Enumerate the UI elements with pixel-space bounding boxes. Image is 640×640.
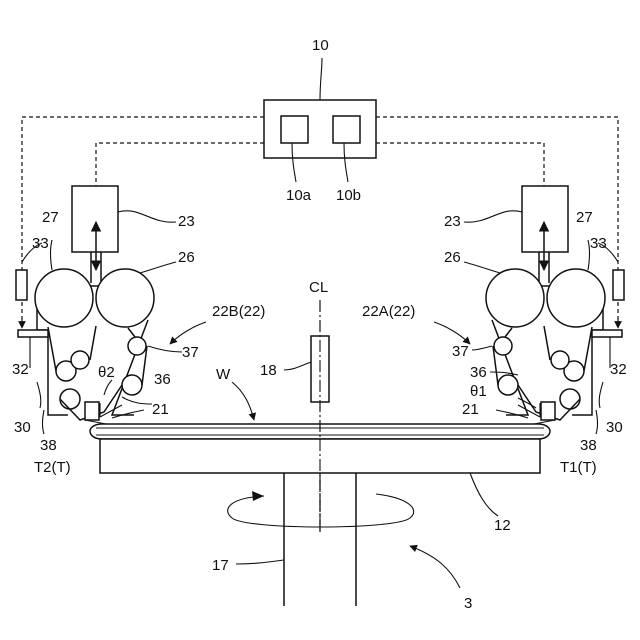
label-27-right: 27 bbox=[576, 209, 593, 226]
leader-W bbox=[232, 382, 254, 420]
leader-27-left bbox=[51, 240, 53, 270]
label-T2: T2(T) bbox=[34, 459, 71, 476]
label-32-left: 32 bbox=[12, 361, 29, 378]
sensor-left bbox=[16, 270, 27, 300]
label-30-right: 30 bbox=[606, 419, 623, 436]
label-T1: T1(T) bbox=[560, 459, 597, 476]
leader-21-right bbox=[496, 410, 528, 418]
leader-37-right bbox=[472, 346, 492, 350]
roller-36-right bbox=[498, 375, 518, 395]
roller-38-left bbox=[60, 389, 80, 409]
label-38-right: 38 bbox=[580, 437, 597, 454]
arm-right bbox=[592, 330, 622, 337]
roll-26-left bbox=[96, 269, 154, 327]
leader-23-right bbox=[464, 211, 522, 222]
arrow-22B bbox=[170, 322, 206, 344]
label-18: 18 bbox=[260, 362, 277, 379]
arrow-22A bbox=[434, 322, 470, 344]
label-37-right: 37 bbox=[452, 343, 469, 360]
roller-b-right bbox=[551, 351, 569, 369]
leader-38-left bbox=[43, 410, 45, 434]
label-23-right: 23 bbox=[444, 213, 461, 230]
arm-left bbox=[18, 330, 48, 337]
label-theta2: θ2 bbox=[98, 364, 115, 381]
lifter-right bbox=[522, 186, 568, 252]
sensor-right bbox=[613, 270, 624, 300]
label-33-left: 33 bbox=[32, 235, 49, 252]
leader-30-left bbox=[37, 382, 41, 408]
unit-22A bbox=[434, 186, 622, 434]
arrow-3 bbox=[410, 546, 460, 588]
label-CL: CL bbox=[309, 279, 328, 296]
roller-37-right bbox=[494, 337, 512, 355]
leader-10 bbox=[320, 58, 322, 100]
roll-27-right bbox=[547, 269, 605, 327]
label-22B: 22B(22) bbox=[212, 303, 265, 320]
label-22A: 22A(22) bbox=[362, 303, 415, 320]
label-21-right: 21 bbox=[462, 401, 479, 418]
rotation-arrowhead bbox=[252, 491, 264, 501]
roller-b-left bbox=[71, 351, 89, 369]
label-26-right: 26 bbox=[444, 249, 461, 266]
leader-theta2 bbox=[104, 380, 112, 395]
leader-30-right bbox=[599, 382, 603, 408]
head-21-right bbox=[541, 402, 555, 420]
label-26-left: 26 bbox=[178, 249, 195, 266]
label-23-left: 23 bbox=[178, 213, 195, 230]
lifter-left bbox=[72, 186, 118, 252]
roller-37-left bbox=[128, 337, 146, 355]
leader-18 bbox=[284, 362, 311, 370]
leader-38-right bbox=[596, 410, 598, 434]
controller-box bbox=[264, 58, 376, 182]
label-W: W bbox=[216, 366, 231, 383]
label-32-right: 32 bbox=[610, 361, 627, 378]
label-37-left: 37 bbox=[182, 344, 199, 361]
roll-27-left bbox=[35, 269, 93, 327]
leader-26-left bbox=[140, 262, 176, 273]
label-27-left: 27 bbox=[42, 209, 59, 226]
roller-38-right bbox=[560, 389, 580, 409]
label-3: 3 bbox=[464, 595, 472, 612]
roll-26-right bbox=[486, 269, 544, 327]
leader-17 bbox=[236, 560, 284, 564]
leader-23-left bbox=[118, 211, 176, 222]
leader-21-left bbox=[112, 410, 144, 418]
roller-36-left bbox=[122, 375, 142, 395]
label-33-right: 33 bbox=[590, 235, 607, 252]
label-10: 10 bbox=[312, 37, 329, 54]
label-theta1: θ1 bbox=[470, 383, 487, 400]
leader-36-right bbox=[490, 372, 518, 375]
label-21-left: 21 bbox=[152, 401, 169, 418]
leader-26-right bbox=[464, 262, 500, 273]
label-10a: 10a bbox=[286, 187, 312, 204]
label-38-left: 38 bbox=[40, 437, 57, 454]
leader-12 bbox=[470, 473, 498, 516]
label-36-left: 36 bbox=[154, 371, 171, 388]
label-12: 12 bbox=[494, 517, 511, 534]
leader-36-left bbox=[122, 397, 152, 404]
label-30-left: 30 bbox=[14, 419, 31, 436]
label-10b: 10b bbox=[336, 187, 361, 204]
leader-37-left bbox=[148, 346, 182, 352]
label-17: 17 bbox=[212, 557, 229, 574]
label-36-right: 36 bbox=[470, 364, 487, 381]
head-21-left bbox=[85, 402, 99, 420]
